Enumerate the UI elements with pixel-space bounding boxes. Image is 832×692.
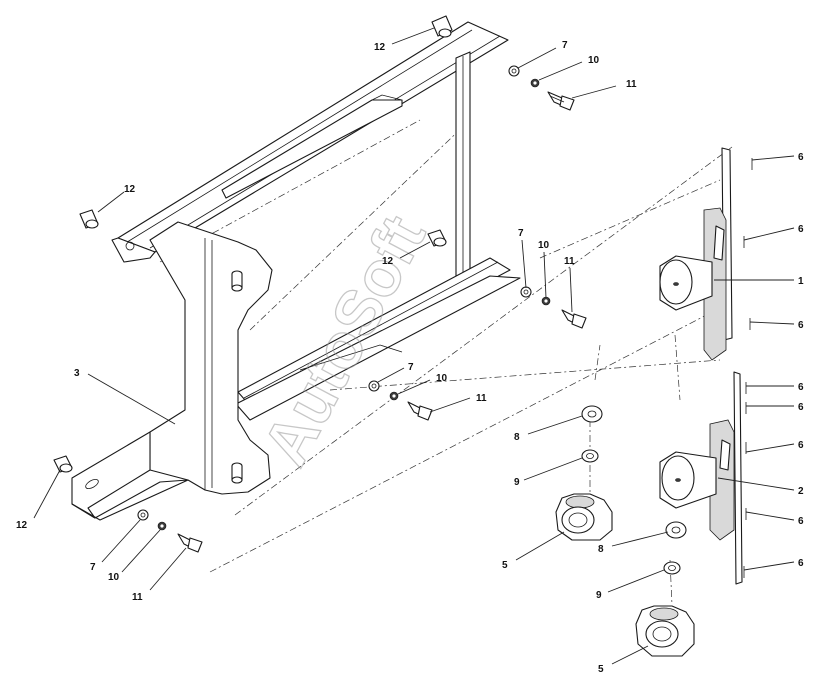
washer-9-upper bbox=[581, 449, 599, 463]
callout-12: 12 bbox=[16, 520, 28, 531]
callout-10: 10 bbox=[436, 373, 448, 384]
washer-8-lower bbox=[665, 521, 687, 539]
callout-11: 11 bbox=[626, 79, 637, 90]
callout-7: 7 bbox=[562, 40, 568, 51]
callout-11: 11 bbox=[476, 393, 487, 404]
callout-10: 10 bbox=[108, 572, 120, 583]
bolt-11-bottom bbox=[177, 533, 203, 553]
callout-11: 11 bbox=[132, 592, 143, 603]
callout-6: 6 bbox=[798, 320, 804, 331]
lockwasher-10-mid bbox=[541, 296, 551, 306]
callout-6: 6 bbox=[798, 558, 804, 569]
callout-8: 8 bbox=[514, 432, 520, 443]
callout-6: 6 bbox=[798, 382, 804, 393]
washer-8-upper bbox=[581, 405, 603, 423]
bolt-11-mid bbox=[561, 309, 587, 329]
spacer-12-left bbox=[79, 209, 99, 229]
lockwasher-10-top bbox=[530, 78, 540, 88]
washer-7-mid bbox=[520, 286, 532, 298]
spacer-12-top bbox=[431, 15, 453, 38]
washer-7-center bbox=[368, 380, 380, 392]
callout-5: 5 bbox=[502, 560, 508, 571]
callout-1: 1 bbox=[798, 276, 804, 287]
watermark-text: AutoSoft bbox=[249, 204, 439, 476]
callout-9: 9 bbox=[596, 590, 602, 601]
callout-3: 3 bbox=[74, 368, 80, 379]
callout-6: 6 bbox=[798, 440, 804, 451]
callout-10: 10 bbox=[538, 240, 550, 251]
callout-5: 5 bbox=[598, 664, 604, 675]
callout-labels: 12 7 10 11 12 12 7 10 11 3 7 10 11 12 7 … bbox=[16, 40, 804, 675]
knob-5-upper bbox=[555, 493, 613, 541]
callout-9: 9 bbox=[514, 477, 520, 488]
bolt-11-center bbox=[407, 401, 433, 421]
washer-9-lower bbox=[663, 561, 681, 575]
knob-5-lower bbox=[635, 605, 695, 657]
callout-7: 7 bbox=[90, 562, 96, 573]
lockwasher-10-center bbox=[389, 391, 399, 401]
mount-plate-part-2 bbox=[659, 371, 743, 585]
stud-lower bbox=[231, 462, 243, 484]
callout-7: 7 bbox=[408, 362, 414, 373]
callout-8: 8 bbox=[598, 544, 604, 555]
main-frame-part-3 bbox=[71, 21, 521, 521]
washer-7-bottom bbox=[137, 509, 149, 521]
spacer-12-bottom bbox=[53, 455, 73, 473]
bolt-11-top bbox=[547, 91, 575, 111]
callout-11: 11 bbox=[564, 256, 575, 267]
mount-plate-part-1 bbox=[659, 147, 733, 361]
spacer-12-middle bbox=[427, 229, 447, 247]
pins-part-6 bbox=[743, 158, 753, 578]
leader-lines bbox=[33, 27, 795, 665]
callout-6: 6 bbox=[798, 516, 804, 527]
callout-12: 12 bbox=[124, 184, 136, 195]
callout-6: 6 bbox=[798, 402, 804, 413]
lockwasher-10-bottom bbox=[157, 521, 167, 531]
callout-6: 6 bbox=[798, 224, 804, 235]
callout-10: 10 bbox=[588, 55, 600, 66]
callout-12: 12 bbox=[382, 256, 394, 267]
stud-upper bbox=[231, 270, 243, 292]
callout-7: 7 bbox=[518, 228, 524, 239]
callout-2: 2 bbox=[798, 486, 804, 497]
callout-12: 12 bbox=[374, 42, 386, 53]
washer-7-top bbox=[508, 65, 520, 77]
callout-6: 6 bbox=[798, 152, 804, 163]
